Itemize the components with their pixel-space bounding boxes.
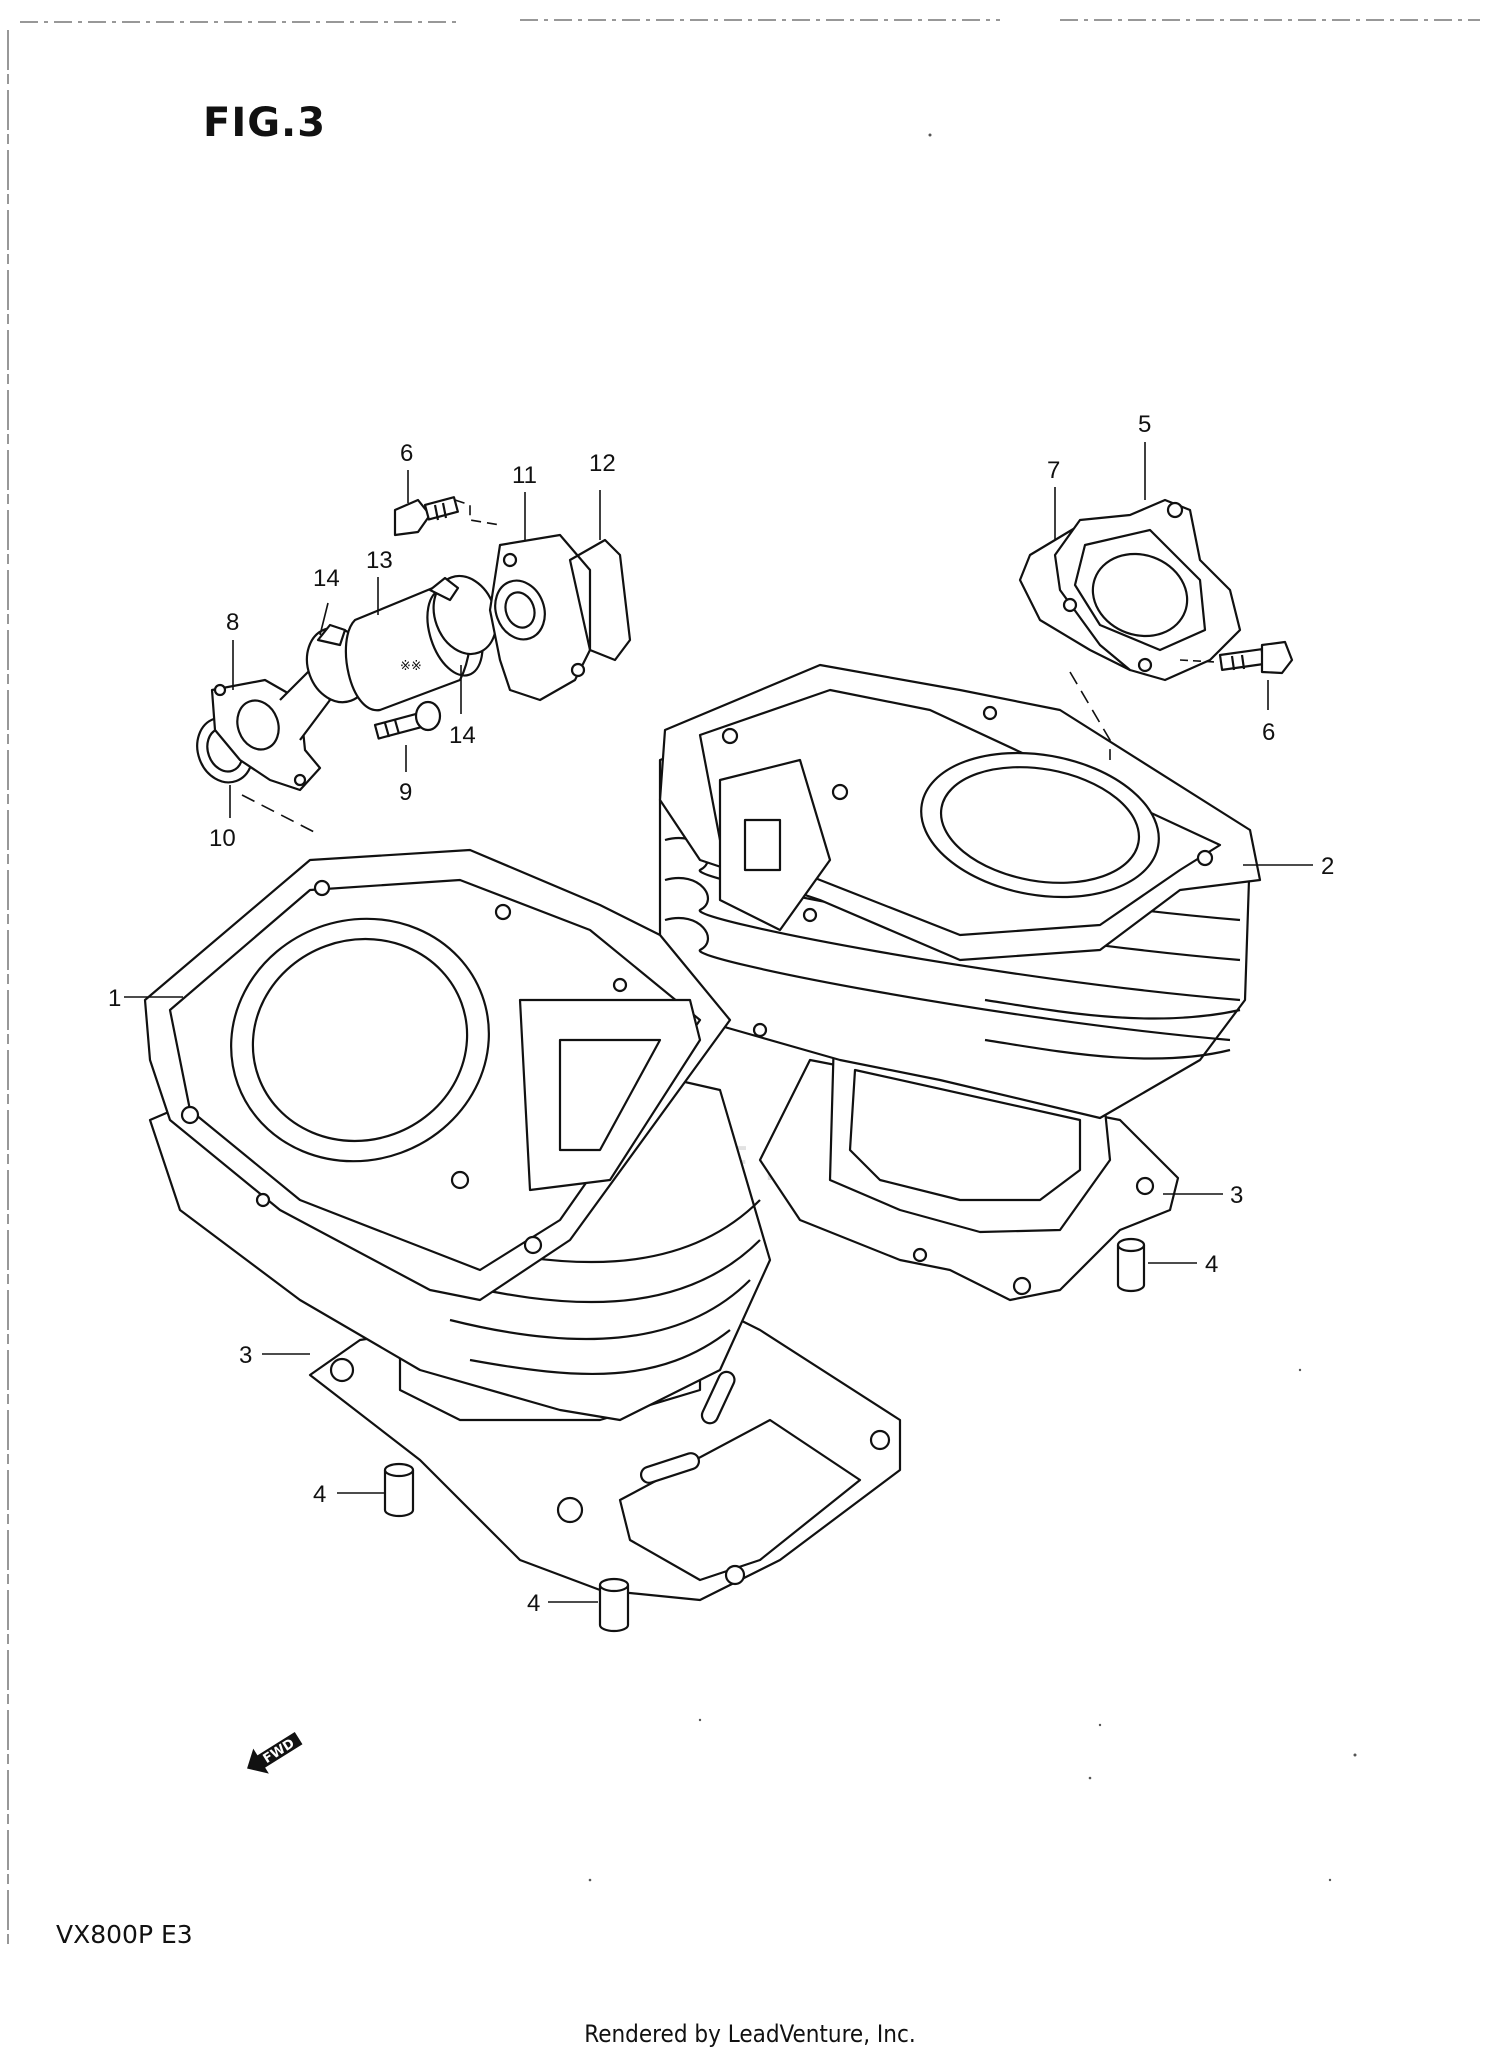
- fwd-label: FWD: [261, 1736, 298, 1767]
- fwd-arrow-icon: FWD: [242, 1727, 305, 1780]
- rear-cylinder: [660, 665, 1260, 1300]
- dowel-pin-right: [1118, 1239, 1144, 1291]
- callout-4-mid: 4: [313, 1481, 326, 1508]
- bolt-top-left: [395, 497, 458, 535]
- thermostat-cover-assembly: [1020, 500, 1292, 680]
- figure-title: FIG.3: [203, 100, 327, 146]
- callout-4-right: 4: [1205, 1251, 1218, 1278]
- callout-3-upper: 3: [1230, 1182, 1243, 1209]
- dowel-pin-bottom: [600, 1579, 628, 1631]
- fitting-o-ring: [570, 540, 630, 660]
- water-union-assembly: ※※: [188, 497, 630, 790]
- callout-9: 9: [399, 779, 412, 806]
- callout-4-bottom: 4: [527, 1590, 540, 1617]
- callout-11: 11: [512, 462, 537, 489]
- leader-lines: [124, 442, 1313, 1602]
- front-cylinder: [145, 850, 900, 1600]
- dowel-pins: [385, 1239, 1144, 1631]
- cover-plate: [1055, 500, 1240, 680]
- callout-7: 7: [1047, 457, 1060, 484]
- callout-1: 1: [108, 985, 121, 1012]
- callout-6-left: 6: [400, 440, 413, 467]
- callout-2: 2: [1321, 853, 1334, 880]
- callout-6-right: 6: [1262, 719, 1275, 746]
- svg-text:※※: ※※: [400, 659, 422, 674]
- callout-14-left: 14: [313, 565, 340, 592]
- footer-credit: Rendered by LeadVenture, Inc.: [584, 2020, 916, 2048]
- callout-10: 10: [209, 825, 236, 852]
- callout-8: 8: [226, 609, 239, 636]
- callout-3-lower: 3: [239, 1342, 252, 1369]
- bolt-top-right: [1220, 642, 1292, 673]
- scan-specks: [588, 133, 1357, 1882]
- dowel-pin-mid: [385, 1464, 413, 1516]
- model-code: VX800P E3: [56, 1920, 193, 1949]
- callout-14-right: 14: [449, 722, 476, 749]
- callout-12: 12: [589, 450, 616, 477]
- callout-5: 5: [1138, 411, 1151, 438]
- callout-13: 13: [366, 547, 393, 574]
- callout-numbers: 1 2 3 3 4 4 4 5 6 6 7 8 9 10 11 12 13 14…: [108, 411, 1334, 1617]
- bolt-union: [375, 702, 440, 739]
- scan-edge-marks: [8, 20, 1480, 1950]
